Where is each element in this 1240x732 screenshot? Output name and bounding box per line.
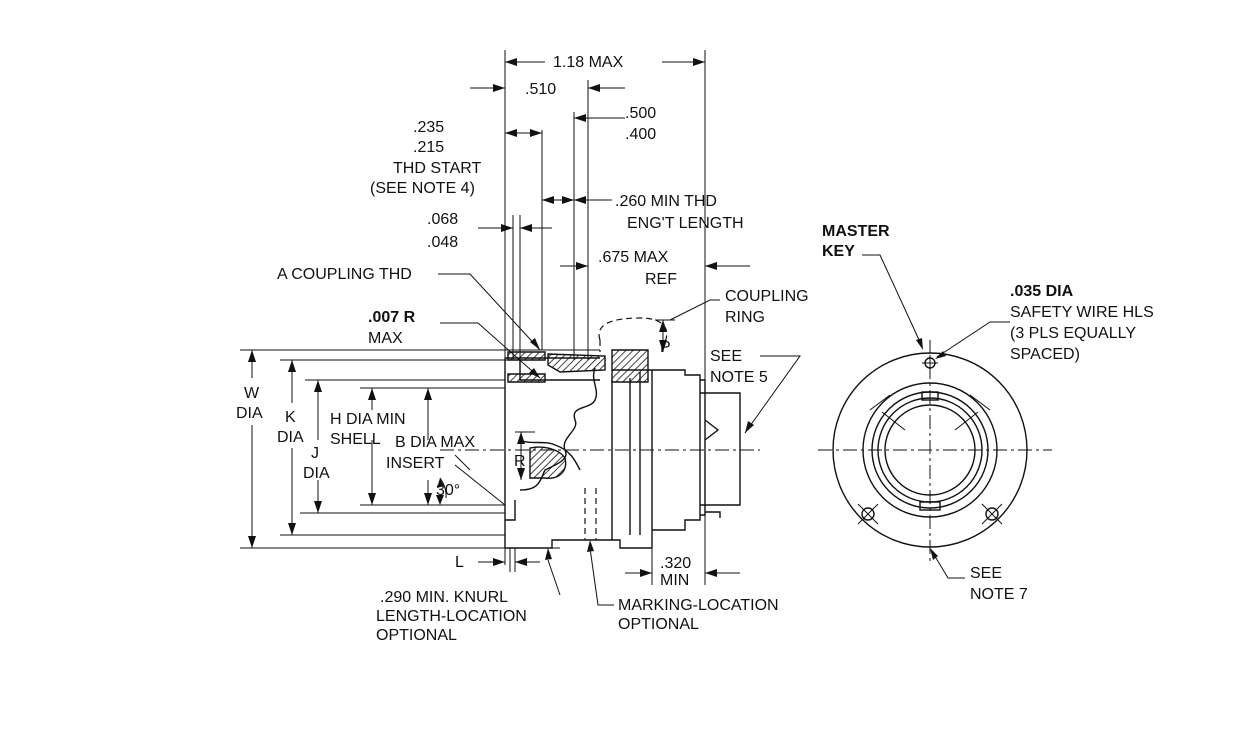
safety-wire-label-1: .035 DIA <box>1010 283 1074 300</box>
see-note-5-label-2: NOTE 5 <box>710 369 768 386</box>
l-label: L <box>455 554 464 571</box>
h-dia-label-2: SHELL <box>330 431 381 448</box>
dim-048-label: .048 <box>427 234 458 251</box>
max-ref-label-2: REF <box>645 271 677 288</box>
see-note-7-label-1: SEE <box>970 565 1002 582</box>
w-dia-label-2: DIA <box>236 405 263 422</box>
knurl-label-1: .290 MIN. KNURL <box>380 589 508 606</box>
dim-215-label: .215 <box>413 139 444 156</box>
j-dia-label-2: DIA <box>303 465 330 482</box>
radius-label-2: MAX <box>368 330 403 347</box>
dim-235-label: .235 <box>413 119 444 136</box>
safety-wire-label-2: SAFETY WIRE HLS <box>1010 304 1154 321</box>
overall-length-label: 1.18 MAX <box>553 54 624 71</box>
k-dia-label-2: DIA <box>277 429 304 446</box>
side-view <box>240 50 760 585</box>
marking-label-1: MARKING-LOCATION <box>618 597 779 614</box>
dim-320-label-1: .320 <box>660 555 691 572</box>
dim-500-label: .500 <box>625 105 656 122</box>
end-view <box>818 254 1052 579</box>
knurl-label-3: OPTIONAL <box>376 627 457 644</box>
master-key-label-1: MASTER <box>822 223 890 240</box>
marking-label-2: OPTIONAL <box>618 616 699 633</box>
thd-eng-label-1: .260 MIN THD <box>615 193 717 210</box>
knurl-label-2: LENGTH-LOCATION <box>376 608 527 625</box>
master-key-label-2: KEY <box>822 243 855 260</box>
r-label: R <box>514 453 526 470</box>
radius-label-1: .007 R <box>368 309 416 326</box>
see-note-7-label-2: NOTE 7 <box>970 586 1028 603</box>
dim-510-label: .510 <box>525 81 556 98</box>
safety-wire-label-4: SPACED) <box>1010 346 1080 363</box>
k-dia-label-1: K <box>285 409 296 426</box>
coupling-ring-label-2: RING <box>725 309 765 326</box>
see-note-5-label-1: SEE <box>710 348 742 365</box>
p-label: P <box>660 339 671 356</box>
dim-320-label-2: MIN <box>660 572 689 589</box>
w-dia-label-1: W <box>244 385 260 402</box>
dimension-lines <box>248 58 801 606</box>
j-dia-label-1: J <box>311 445 319 462</box>
angle-label: 30° <box>436 482 460 499</box>
max-ref-label-1: .675 MAX <box>598 249 669 266</box>
a-coupling-thd-label: A COUPLING THD <box>277 266 412 283</box>
thd-start-label: THD START <box>393 160 482 177</box>
coupling-ring-label-1: COUPLING <box>725 288 809 305</box>
dim-400-label: .400 <box>625 126 656 143</box>
b-dia-label-2: INSERT <box>386 455 445 472</box>
dim-068-label: .068 <box>427 211 458 228</box>
b-dia-label-1: B DIA MAX <box>395 434 475 451</box>
h-dia-label-1: H DIA MIN <box>330 411 406 428</box>
safety-wire-label-3: (3 PLS EQUALLY <box>1010 325 1136 342</box>
see-note-4-label: (SEE NOTE 4) <box>370 180 475 197</box>
thd-eng-label-2: ENG'T LENGTH <box>627 215 744 232</box>
labels: 1.18 MAX .510 .500 .400 .235 .215 THD ST… <box>236 54 1154 644</box>
